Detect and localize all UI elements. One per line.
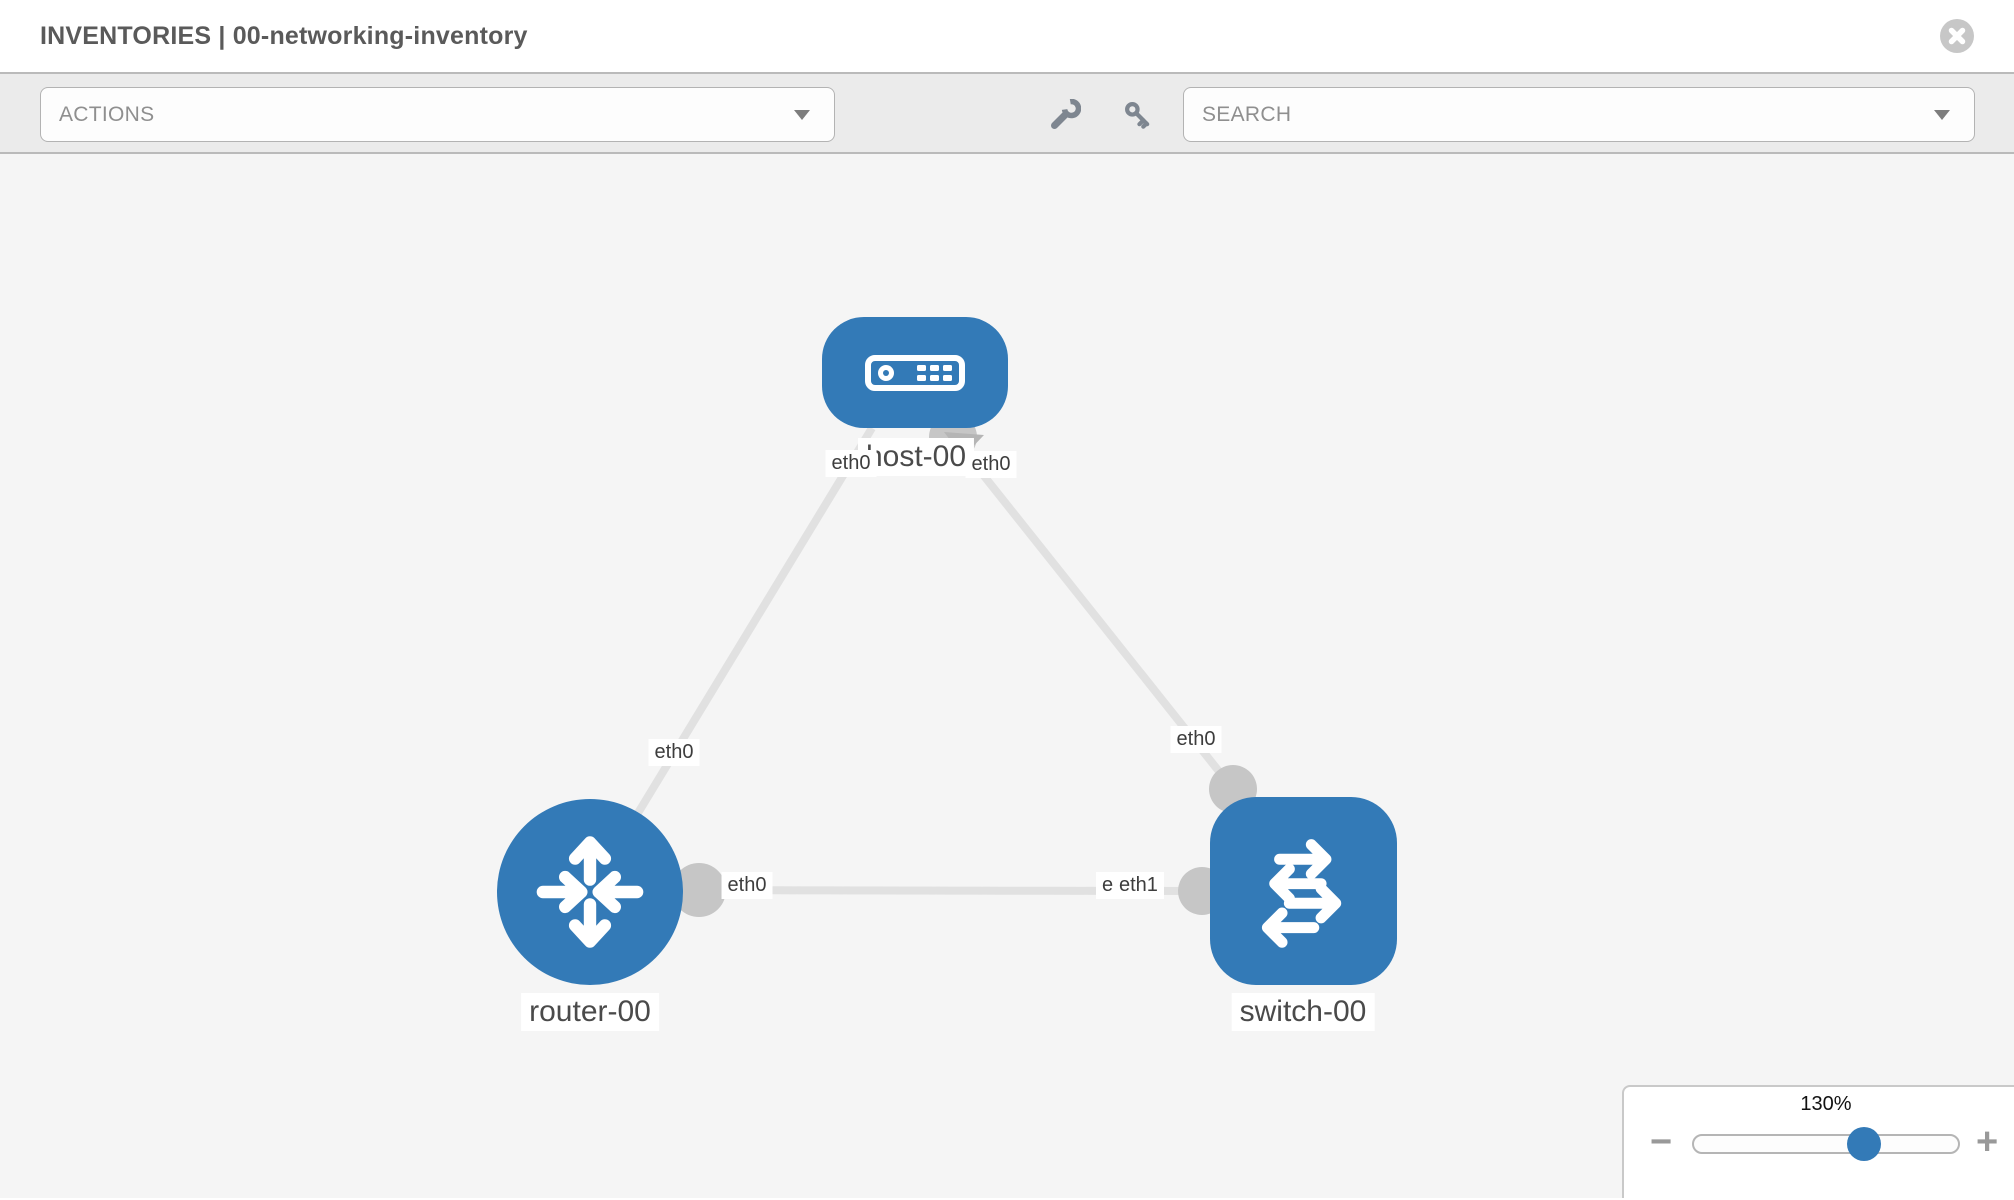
wrench-button[interactable] [1049, 98, 1082, 131]
interface-label-switch-port-front: eth1 [1113, 872, 1164, 899]
actions-dropdown[interactable]: ACTIONS [40, 87, 835, 142]
port-router-right[interactable] [672, 863, 726, 917]
header: INVENTORIES | 00-networking-inventory [0, 0, 2014, 72]
key-icon [1125, 102, 1150, 129]
node-label-switch: switch-00 [1231, 993, 1375, 1031]
switch-icon [1261, 839, 1341, 948]
zoom-slider-handle[interactable] [1847, 1127, 1881, 1161]
interface-label-host-switch-link: eth0 [1170, 726, 1222, 753]
zoom-slider-track[interactable] [1692, 1134, 1960, 1154]
interface-label-host-left: eth0 [825, 450, 877, 477]
zoom-out-button[interactable]: − [1650, 1121, 1673, 1163]
interface-label-host-right: eth0 [965, 451, 1017, 478]
search-dropdown-label: SEARCH [1202, 102, 1292, 126]
close-button[interactable] [1940, 19, 1974, 53]
zoom-in-button[interactable]: + [1976, 1121, 1999, 1163]
router-icon [536, 836, 644, 948]
close-icon [1948, 27, 1966, 45]
actions-dropdown-label: ACTIONS [59, 102, 155, 126]
search-dropdown[interactable]: SEARCH [1183, 87, 1975, 142]
node-label-host: host-00 [857, 438, 975, 476]
page-title: INVENTORIES | 00-networking-inventory [40, 21, 528, 50]
wrench-icon [1051, 98, 1082, 129]
host-icon [865, 354, 965, 391]
node-host[interactable] [822, 317, 1008, 428]
chevron-down-icon [1934, 109, 1950, 120]
interface-label-router-port: eth0 [721, 872, 773, 899]
interface-label-host-router-link: eth0 [648, 739, 700, 766]
key-button[interactable] [1122, 99, 1154, 131]
topology-links-layer [586, 413, 1257, 917]
topology-canvas[interactable]: host-00 router-00 switch-00 eth0 eth0 et… [0, 154, 2014, 1198]
toolbar: ACTIONS SEARCH [0, 72, 2014, 154]
chevron-down-icon [794, 109, 810, 120]
node-switch[interactable] [1210, 797, 1397, 985]
node-router[interactable] [497, 799, 683, 985]
zoom-panel: 130% − + [1622, 1085, 2014, 1198]
zoom-level-label: 130% [1800, 1093, 1852, 1115]
node-label-router: router-00 [521, 993, 659, 1031]
